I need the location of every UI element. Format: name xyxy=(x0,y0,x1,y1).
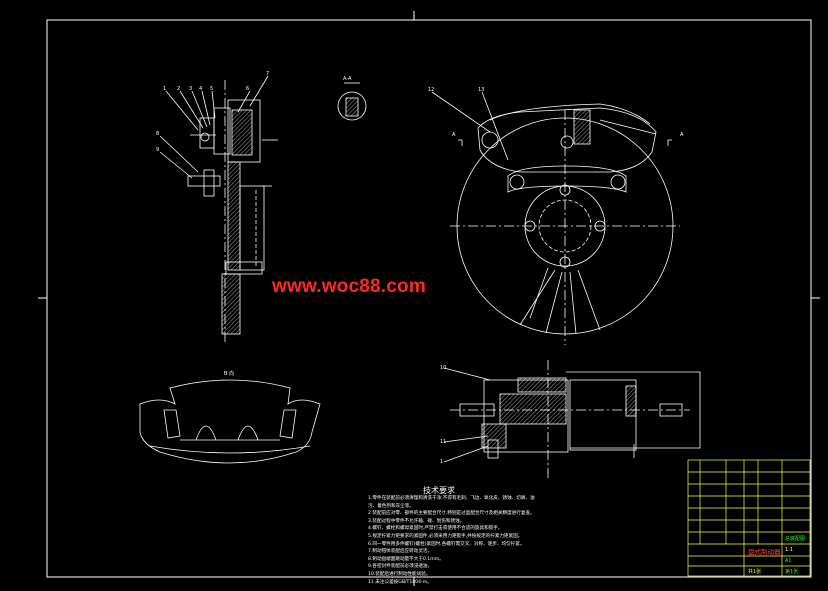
view-b-label: B 向 xyxy=(224,371,235,377)
svg-text:1: 1 xyxy=(163,86,166,92)
section-view-bottom xyxy=(443,360,701,478)
tech-line: 8.制动盘端面跳动量不大于0.1mm。 xyxy=(368,556,444,562)
watermark-text[interactable]: www.woc88.com xyxy=(272,276,426,297)
svg-text:12: 12 xyxy=(428,87,434,93)
svg-text:8: 8 xyxy=(156,131,159,137)
view-a-left-label: A xyxy=(452,132,456,138)
brake-pad-view xyxy=(139,379,321,464)
tech-line: 3.装配过程中零件不允许磕、碰、划伤和锈蚀。 xyxy=(368,518,465,524)
tech-requirements-list: 1.零件在装配前必须清理和清洗干净,不得有毛刺、飞边、氧化皮、锈蚀、切屑、油 污… xyxy=(368,495,578,586)
svg-text:11: 11 xyxy=(440,439,446,445)
front-part-numbers: 12 13 xyxy=(428,87,484,93)
tech-line: 6.同一零件用多件螺钉(螺栓)紧固时,各螺钉需交叉、对称、逐步、均匀拧紧。 xyxy=(368,541,525,547)
svg-text:2: 2 xyxy=(177,86,180,92)
tech-line: 5.规定拧紧力矩要求的紧固件,必须采用力矩扳手,并按规定的拧紧力矩紧固。 xyxy=(368,533,523,539)
svg-text:4: 4 xyxy=(199,86,202,92)
tech-line: 11.未注公差按GB/T1804-m。 xyxy=(368,579,432,585)
tech-line: 10.装配后进行制动性能试验。 xyxy=(368,571,431,577)
front-view-disc xyxy=(431,91,680,345)
title-block-drawing-name: 盘式制动器 xyxy=(748,548,781,556)
svg-text:9: 9 xyxy=(156,147,159,153)
tech-line: 7.制动钳体装配后应转动灵活。 xyxy=(368,549,433,555)
svg-text:3: 3 xyxy=(189,86,192,92)
title-block-cell-b: 1:1 xyxy=(785,547,794,553)
title-block-cell-d: 共1张 xyxy=(748,569,762,575)
svg-text:7: 7 xyxy=(266,71,269,77)
tech-line: 4.螺钉、螺栓和螺母紧固时,严禁打击或使用不合适的旋具和扳手。 xyxy=(368,526,503,532)
title-block-cell-e: 第1张 xyxy=(785,569,799,575)
left-part-numbers: 1 2 3 4 5 6 7 8 9 xyxy=(156,71,269,153)
svg-text:1: 1 xyxy=(440,459,443,465)
view-a-right-label: A xyxy=(680,132,684,138)
svg-text:13: 13 xyxy=(478,87,484,93)
title-block-cell-c: A1 xyxy=(785,558,792,564)
title-block xyxy=(687,459,811,577)
svg-text:10: 10 xyxy=(440,365,446,371)
detail-circle xyxy=(337,82,367,121)
view-a-top-label: A-A xyxy=(343,76,352,82)
section-view-left xyxy=(159,75,278,345)
title-block-cell-a: 总装配图 xyxy=(785,536,806,542)
tech-line: 1.零件在装配前必须清理和清洗干净,不得有毛刺、飞边、氧化皮、锈蚀、切屑、油 xyxy=(368,496,535,501)
tech-line: 2.装配前应对零、部件的主要配合尺寸,特别是过盈配合尺寸及相关精度进行复查。 xyxy=(368,511,535,517)
svg-text:6: 6 xyxy=(246,86,249,92)
svg-text:5: 5 xyxy=(210,86,213,92)
tech-line: 污、着色剂和灰尘等。 xyxy=(368,503,414,509)
tech-requirements-title: 技术要求 xyxy=(423,486,455,495)
tech-line: 9.各密封件装配前必须浸透油。 xyxy=(368,564,433,570)
